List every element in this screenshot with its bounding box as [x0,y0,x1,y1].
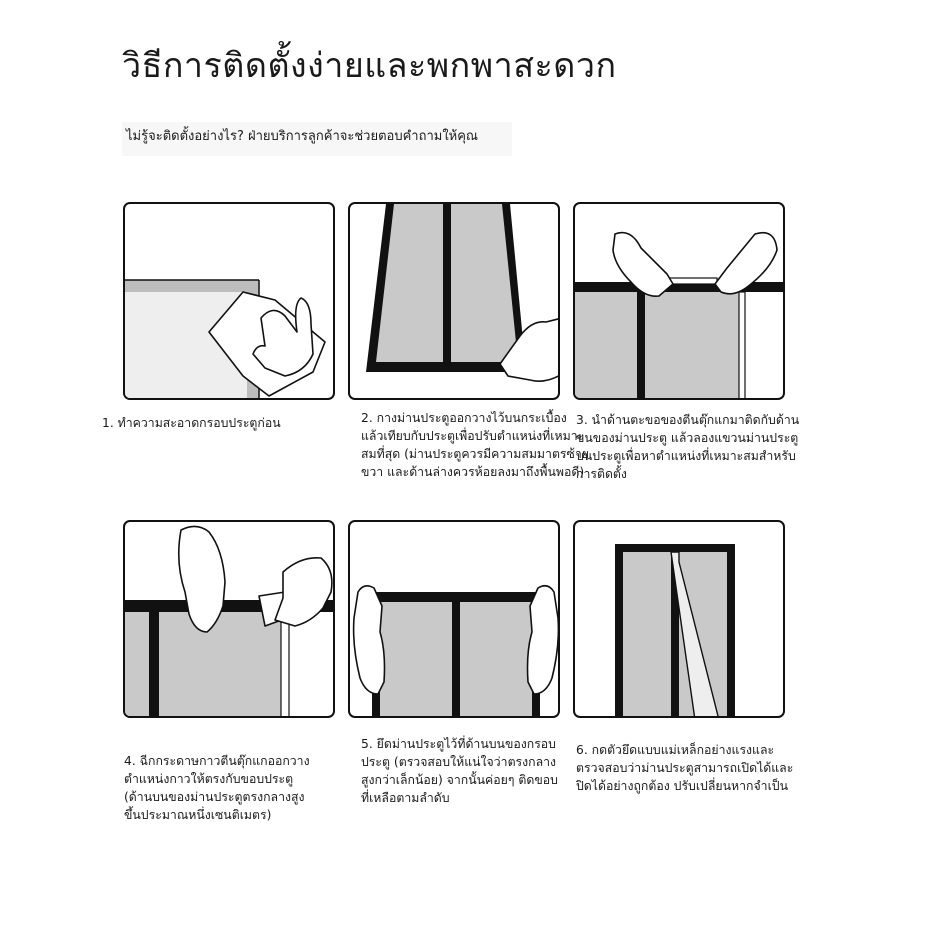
page-subtitle: ไม่รู้จะติดตั้งอย่างไร? ฝ่ายบริการลูกค้า… [122,122,512,156]
step-4-caption: 4. ฉีกกระดาษกาวตีนตุ๊กแกออกวางตำแหน่งกาว… [124,754,310,822]
step-6-illustration [573,520,785,718]
step-1-illustration [123,202,335,400]
step-5-caption: 5. ยึดม่านประตูไว้ที่ด้านบนของกรอบประตู … [361,737,558,805]
step-6-caption: 6. กดตัวยึดแบบแม่เหล็กอย่างแรงและตรวจสอบ… [576,743,794,793]
peel-backing-hands-icon [125,525,333,716]
step-5-illustration [348,520,560,718]
velcro-tape-hands-icon [575,231,783,398]
step-1-caption: 1. ทำความสะอาดกรอบประตูก่อน [102,416,281,430]
step-4-illustration [123,520,335,718]
press-top-hands-icon [352,584,558,716]
cleaning-cloth-hand-icon [125,279,326,398]
step-3-illustration [573,202,785,400]
page-title: วิธีการติดตั้งง่ายและพกพาสะดวก [122,46,617,86]
finished-magnetic-curtain-icon [615,544,735,716]
step-2-illustration [348,202,560,400]
step-3-caption: 3. นำด้านตะขอของตีนตุ๊กแกมาติดกับด้านขนข… [576,413,800,481]
step-2-caption: 2. กางม่านประตูออกวางไว้บนกระเบื้องแล้วเ… [361,411,589,479]
curtain-on-floor-icon [366,204,558,382]
